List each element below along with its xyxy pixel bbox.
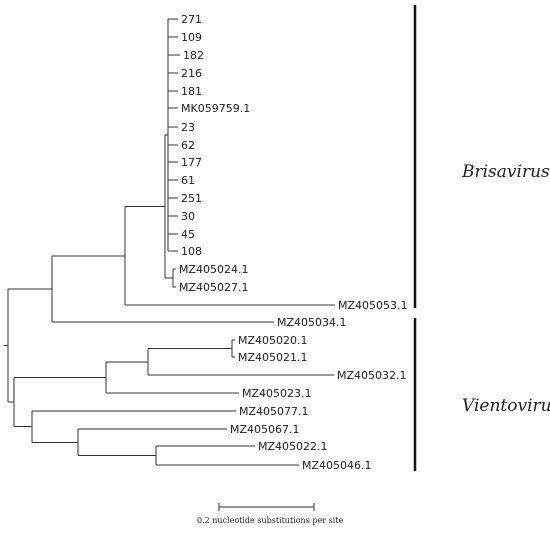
tip-label: 182 — [183, 49, 204, 62]
tip-label: 23 — [181, 121, 195, 134]
tip-label: MZ405077.1 — [239, 405, 309, 418]
tip-label: MZ405067.1 — [230, 423, 300, 436]
tip-label: MK059759.1 — [181, 102, 250, 115]
tree-branches — [4, 18, 335, 466]
tip-label: MZ405023.1 — [242, 387, 312, 400]
tip-label: MZ405020.1 — [238, 334, 308, 347]
tip-label: 177 — [181, 156, 202, 169]
tip-label: 181 — [181, 85, 202, 98]
tip-label: MZ405053.1 — [338, 299, 408, 312]
tip-label: 216 — [181, 67, 202, 80]
tip-label: 271 — [181, 13, 202, 26]
clade-label-brisavirus: Brisavirus — [461, 162, 550, 182]
tip-label: 45 — [181, 228, 195, 241]
tip-label: MZ405022.1 — [258, 440, 328, 453]
tip-label: MZ405027.1 — [179, 281, 249, 294]
clade-label-vientovirus: Vientovirus — [462, 396, 550, 416]
tip-label: MZ405021.1 — [238, 351, 308, 364]
tip-label: 62 — [181, 139, 195, 152]
tip-label: MZ405046.1 — [302, 459, 372, 472]
tip-label: 109 — [181, 31, 202, 44]
tip-label: 61 — [181, 174, 195, 187]
tip-label: 108 — [181, 245, 202, 258]
tip-label: 251 — [181, 192, 202, 205]
tip-label: MZ405024.1 — [179, 263, 249, 276]
tip-label: MZ405032.1 — [337, 369, 407, 382]
tip-label: 30 — [181, 210, 195, 223]
tip-label: MZ405034.1 — [277, 316, 347, 329]
scale-bar-label: 0.2 nucleotide substitutions per site — [197, 516, 343, 525]
